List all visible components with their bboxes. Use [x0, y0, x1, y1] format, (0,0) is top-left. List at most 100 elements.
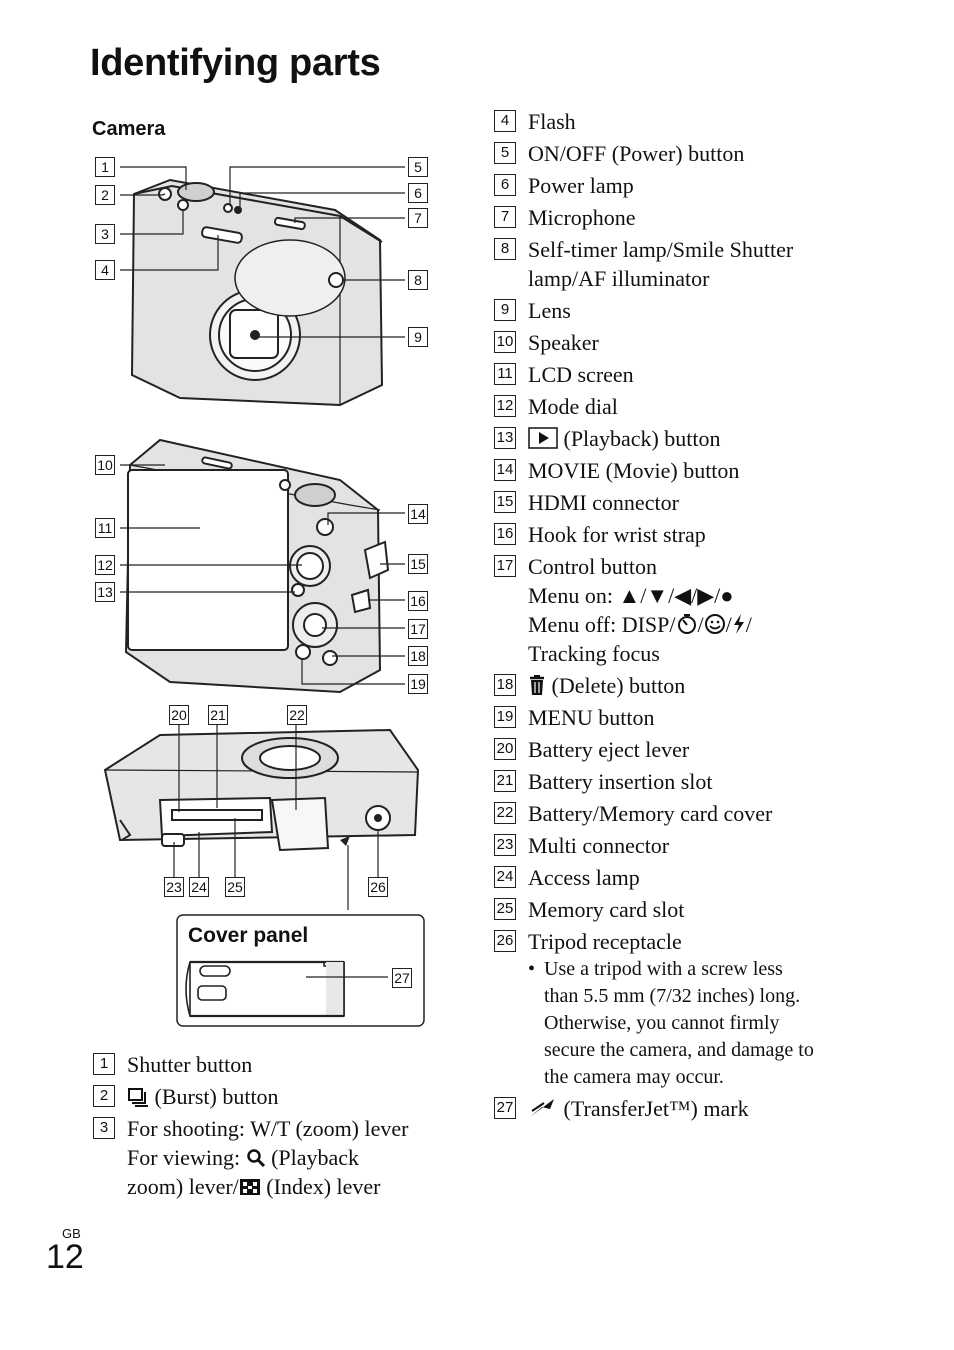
item-number: 12 — [494, 395, 516, 417]
list-item: 15 HDMI connector — [494, 488, 934, 517]
list-item: 11 LCD screen — [494, 360, 934, 389]
item-number: 18 — [494, 674, 516, 696]
item-text: Lens — [528, 298, 571, 323]
item-text: (Delete) button — [546, 673, 686, 698]
list-item: 2 (Burst) button — [93, 1082, 453, 1111]
item-text: Power lamp — [528, 173, 634, 198]
item-number: 23 — [494, 834, 516, 856]
list-item: 20 Battery eject lever — [494, 735, 934, 764]
item-number: 22 — [494, 802, 516, 824]
page-number: 12 — [46, 1238, 84, 1276]
callout-17: 17 — [408, 619, 428, 639]
item-number: 20 — [494, 738, 516, 760]
list-item: 19 MENU button — [494, 703, 934, 732]
item-number: 16 — [494, 523, 516, 545]
list-item: 13 (Playback) button — [494, 424, 934, 453]
list-item: 17 Control button Menu on: ▲/▼/◀/▶/● Men… — [494, 552, 934, 668]
callout-23: 23 — [164, 877, 184, 897]
item-number: 7 — [494, 206, 516, 228]
item-text: Speaker — [528, 330, 599, 355]
self-timer-icon — [677, 614, 696, 634]
callout-20: 20 — [169, 705, 189, 725]
list-item: 27 (TransferJet™) mark — [494, 1094, 934, 1123]
item-text-line: For shooting: W/T (zoom) lever — [127, 1116, 409, 1141]
item-text: Battery/Memory card cover — [528, 801, 773, 826]
smile-icon — [704, 614, 725, 634]
item-text: Mode dial — [528, 394, 618, 419]
item-text: HDMI connector — [528, 490, 679, 515]
item-text: Battery eject lever — [528, 737, 690, 762]
item-number: 21 — [494, 770, 516, 792]
page-title: Identifying parts — [90, 42, 381, 84]
item-text-line: (Index) lever — [260, 1174, 381, 1199]
item-text-line: (Playback — [265, 1145, 360, 1170]
cover-panel-title: Cover panel — [188, 924, 309, 947]
list-item: 10 Speaker — [494, 328, 934, 357]
callout-9: 9 — [408, 327, 428, 347]
item-text-line: For viewing: — [127, 1145, 246, 1170]
transferjet-icon — [530, 1099, 554, 1117]
bullet: • — [528, 958, 536, 980]
item-text: Tripod receptacle — [528, 929, 682, 954]
item-text: Access lamp — [528, 865, 640, 890]
item-number: 8 — [494, 238, 516, 260]
list-item: 26 Tripod receptacle • Use a tripod with… — [494, 927, 934, 1091]
trash-icon — [530, 675, 544, 695]
callout-3: 3 — [95, 224, 115, 244]
language-code: GB — [62, 1226, 81, 1241]
camera-bottom-illustration — [103, 724, 420, 910]
callout-11: 11 — [95, 518, 115, 538]
magnifier-icon — [246, 1149, 265, 1168]
item-number: 15 — [494, 491, 516, 513]
item-text-line: Menu off: DISP/ — [528, 612, 676, 637]
item-text-line: zoom) lever/ — [127, 1174, 239, 1199]
list-item: 22 Battery/Memory card cover — [494, 799, 934, 828]
item-text: Memory card slot — [528, 897, 685, 922]
item-text-line: Tracking focus — [528, 641, 660, 666]
item-number: 24 — [494, 866, 516, 888]
item-number: 2 — [93, 1085, 115, 1107]
callout-25: 25 — [225, 877, 245, 897]
item-number: 17 — [494, 555, 516, 577]
item-number: 13 — [494, 427, 516, 449]
item-text: Hook for wrist strap — [528, 522, 706, 547]
callout-22: 22 — [287, 705, 307, 725]
callout-2: 2 — [95, 185, 115, 205]
tripod-note: • Use a tripod with a screw less than 5.… — [528, 956, 934, 1091]
list-item: 16 Hook for wrist strap — [494, 520, 934, 549]
playback-icon — [528, 427, 558, 449]
note-line: Otherwise, you cannot firmly — [544, 1012, 780, 1034]
item-text-sep: / — [697, 612, 704, 637]
item-text: MENU button — [528, 705, 655, 730]
item-text: Flash — [528, 109, 576, 134]
callout-1: 1 — [95, 157, 115, 177]
callout-5: 5 — [408, 157, 428, 177]
item-number: 9 — [494, 299, 516, 321]
item-text: Self-timer lamp/Smile Shutter — [528, 237, 794, 262]
item-number: 26 — [494, 930, 516, 952]
item-number: 1 — [93, 1053, 115, 1075]
callout-10: 10 — [95, 455, 115, 475]
list-item: 24 Access lamp — [494, 863, 934, 892]
item-number: 10 — [494, 331, 516, 353]
item-text: MOVIE (Movie) button — [528, 458, 740, 483]
callout-13: 13 — [95, 582, 115, 602]
item-number: 11 — [494, 363, 516, 385]
callout-26: 26 — [368, 877, 388, 897]
note-line: Use a tripod with a screw less — [544, 958, 783, 980]
item-text: LCD screen — [528, 362, 634, 387]
callout-12: 12 — [95, 555, 115, 575]
item-number: 19 — [494, 706, 516, 728]
section-label-camera: Camera — [92, 118, 166, 140]
list-item: 3 For shooting: W/T (zoom) lever For vie… — [93, 1114, 453, 1201]
item-text: (TransferJet™) mark — [563, 1096, 749, 1121]
list-item: 18 (Delete) button — [494, 671, 934, 700]
